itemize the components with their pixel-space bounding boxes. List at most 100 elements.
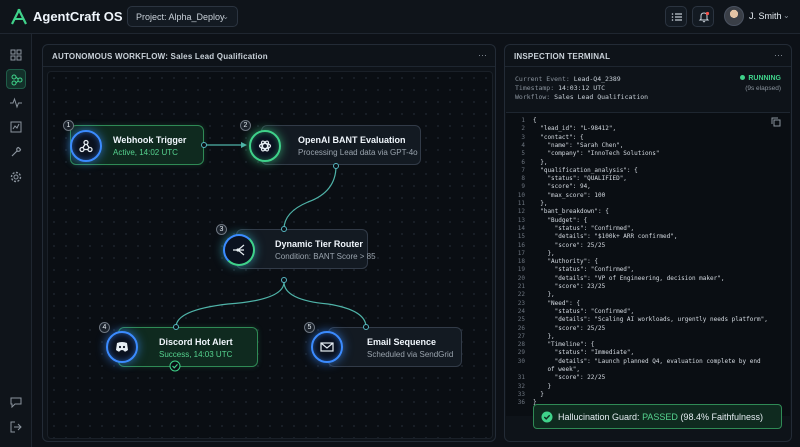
line-number: 21 [517,283,525,290]
line-number: 17 [517,249,525,257]
code-text: "details": "Launch planned Q4, evaluatio… [533,357,761,365]
code-text: "max_score": 100 [533,191,606,199]
project-label: Project: Alpha_Deploy [136,12,225,22]
code-text: "status": "QUALIFIED", [533,175,627,183]
code-text: "score": 94, [533,183,591,191]
user-menu-chevron-icon[interactable]: ⌄ [783,11,790,20]
feedback-icon [10,397,22,408]
code-text: "score": 23/25 [533,283,606,290]
sidebar-item-logout[interactable] [6,417,26,437]
terminal-panel-title: INSPECTION TERMINAL [505,45,791,67]
node-discord-hot-alert[interactable]: Discord Hot Alert Success, 14:03 UTC [118,327,258,367]
output-port[interactable] [201,142,207,148]
line-number: 30 [517,357,525,365]
node-icon-discord [106,331,138,363]
webhook-icon [79,139,93,153]
project-selector[interactable]: Project: Alpha_Deploy ⌄ [127,6,238,27]
node-title: Webhook Trigger [113,135,187,145]
sidebar [0,34,32,447]
node-icon-email [311,331,343,363]
sidebar-item-dashboard[interactable] [6,45,26,65]
line-number: 14 [517,224,525,232]
node-title: Dynamic Tier Router [275,239,363,249]
sidebar-item-workflows[interactable] [6,69,26,89]
input-port[interactable] [363,324,369,330]
code-text: "company": "InnoTech Solutions" [533,150,660,158]
node-icon-openai [249,130,281,162]
node-openai-bant-evaluation[interactable]: OpenAI BANT Evaluation Processing Lead d… [261,125,421,165]
code-text: "bant_breakdown": { [533,208,609,216]
edge-3-5 [283,281,367,328]
code-text: "Authority": { [533,258,599,266]
line-number: 1 [521,117,525,124]
router-icon [233,244,245,256]
terminal-panel-menu-button[interactable]: ··· [774,50,783,60]
notifications-button[interactable] [692,6,714,27]
sidebar-item-feedback[interactable] [6,392,26,412]
code-text: }, [533,158,548,166]
sidebar-item-settings[interactable] [6,167,26,187]
code-text: "score": 25/25 [533,241,606,249]
node-number: 2 [240,120,251,131]
node-number: 3 [216,224,227,235]
node-icon-webhook [70,130,102,162]
json-code-viewer[interactable]: 1{2 "lead_id": "L-98412",3 "contact": {4… [506,112,790,416]
timestamp-value: 14:03:12 UTC [558,84,606,92]
node-subtitle: Processing Lead data via GPT-4o [298,148,418,157]
line-number: 2 [521,125,525,133]
guard-detail: (98.4% Faithfulness) [680,412,763,422]
code-text: "score": 25/25 [533,324,606,332]
sidebar-item-tools[interactable] [6,142,26,162]
edge-2-3 [283,165,337,230]
hallucination-guard-banner: Hallucination Guard: PASSED (98.4% Faith… [533,404,782,429]
code-text: "status": "Confirmed", [533,266,635,274]
code-text: } [533,390,544,398]
workflow-canvas[interactable]: Webhook Trigger Active, 14:02 UTC 1 Open… [47,71,493,439]
line-number: 11 [517,200,525,207]
code-text: }, [533,249,555,257]
code-text: "details": "Scaling AI workloads, urgent… [533,316,768,324]
node-email-sequence[interactable]: Email Sequence Scheduled via SendGrid [328,327,462,367]
sidebar-item-activity[interactable] [6,93,26,113]
code-text: { [533,117,537,124]
line-number: 27 [517,332,525,340]
code-text: } [533,399,537,407]
user-avatar[interactable] [724,6,744,26]
user-name[interactable]: J. Smith [749,11,782,21]
workflow-key: Workflow: [515,93,551,101]
running-status-badge: RUNNING [740,75,781,82]
node-number: 5 [304,322,315,333]
line-number: 19 [517,266,525,274]
wrench-icon [11,146,22,157]
list-view-button[interactable] [665,6,687,27]
check-circle-icon [541,411,553,423]
input-port[interactable] [173,324,179,330]
copy-icon[interactable] [771,117,781,127]
code-text: "qualification_analysis": { [533,166,638,174]
workflow-panel-menu-button[interactable]: ··· [478,50,487,60]
activity-icon [10,97,22,109]
output-port[interactable] [333,163,339,169]
line-number: 32 [517,382,525,390]
line-number: 8 [521,175,525,183]
chevron-down-icon: ⌄ [222,12,229,21]
logout-icon [10,421,22,433]
current-event-key: Current Event: [515,75,570,83]
node-number: 1 [63,120,74,131]
node-dynamic-tier-router[interactable]: Dynamic Tier Router Condition: BANT Scor… [236,229,376,269]
code-text: "lead_id": "L-98412", [533,125,617,133]
code-text: "name": "Sarah Chen", [533,141,624,149]
agentcraft-logo-icon[interactable] [10,8,28,26]
current-event-value: Lead-Q4_2389 [573,75,621,83]
node-number: 4 [99,322,110,333]
running-status: RUNNING [748,75,781,82]
input-port[interactable] [281,226,287,232]
output-port[interactable] [281,277,287,283]
code-text: "score": 22/25 [533,374,606,382]
line-number: 26 [517,324,525,332]
node-subtitle: Success, 14:03 UTC [159,350,233,359]
sidebar-item-analytics[interactable] [6,117,26,137]
code-text: }, [533,200,548,207]
node-subtitle: Active, 14:02 UTC [113,148,178,157]
guard-label: Hallucination Guard: [558,412,640,422]
